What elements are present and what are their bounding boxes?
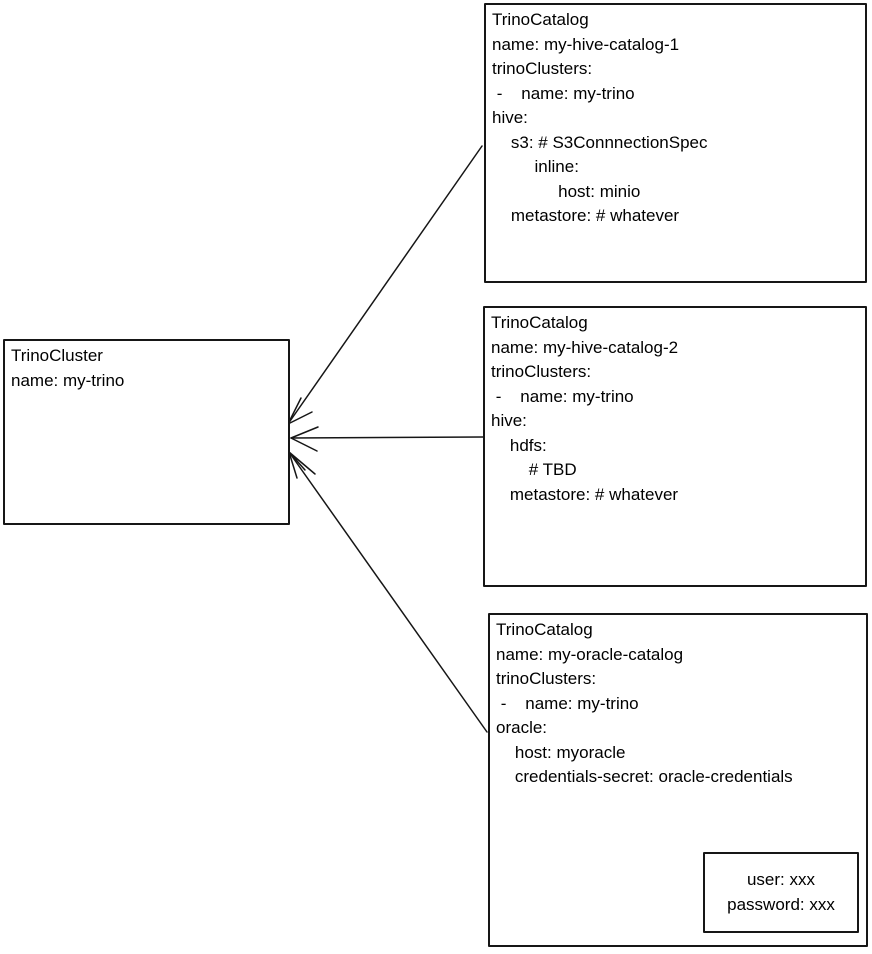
text-line: host: minio [492, 181, 641, 201]
text-line: trinoClusters: [496, 669, 597, 688]
oracle-credentials-secret-lines: user: xxx password: xxx [727, 868, 835, 917]
text-line: - name: my-trino [496, 693, 639, 713]
text-line: TrinoCluster [11, 346, 103, 365]
text-line: name: my-trino [11, 370, 125, 390]
text-line: name: my-hive-catalog-2 [491, 337, 679, 357]
text-line: TrinoCatalog [491, 313, 588, 332]
connector-catalog1-to-cluster [287, 145, 483, 425]
text-line: metastore: # whatever [492, 206, 680, 225]
arrowhead-catalog2-icon [290, 426, 319, 452]
text-line: credentials-secret: oracle-credentials [496, 767, 793, 786]
connector-catalog2-to-cluster [290, 436, 484, 439]
text-line: - name: my-trino [492, 83, 635, 103]
text-line: # TBD [491, 460, 577, 479]
text-line: - name: my-trino [491, 386, 634, 406]
text-line: oracle: [496, 718, 548, 737]
arrowhead-catalog3-icon [288, 451, 316, 479]
text-line: TrinoCatalog [492, 10, 589, 29]
text-line: inline: [492, 157, 579, 176]
trino-catalog-spec-hive-2: TrinoCatalog name: my-hive-catalog-2 trino… [485, 308, 865, 510]
trino-catalog-spec-hive-1: TrinoCatalog name: my-hive-catalog-1 trino… [486, 5, 865, 232]
text-line: hdfs: [491, 435, 547, 455]
text-line: hive: [492, 108, 528, 127]
trino-catalog-box-hive-2: TrinoCatalog name: my-hive-catalog-2 trino… [483, 306, 867, 587]
text-line: trinoClusters: [491, 362, 592, 381]
connector-catalog3-to-cluster [288, 451, 488, 733]
oracle-credentials-secret-box: user: xxx password: xxx [703, 852, 859, 933]
trino-cluster-spec: TrinoCluster name: my-trino [5, 341, 288, 396]
text-line: name: my-hive-catalog-1 [492, 34, 680, 54]
text-line: trinoClusters: [492, 59, 593, 78]
text-line: host: myoracle [496, 742, 626, 762]
trino-catalog-box-hive-1: TrinoCatalog name: my-hive-catalog-1 trino… [484, 3, 867, 283]
arrowhead-catalog1-icon [287, 397, 313, 425]
text-line: user: xxx [746, 870, 815, 889]
text-line: TrinoCatalog [496, 620, 593, 639]
text-line: metastore: # whatever [491, 484, 679, 504]
text-line: name: my-oracle-catalog [496, 644, 684, 664]
text-line: password: xxx [727, 894, 835, 914]
trino-catalog-spec-oracle: TrinoCatalog name: my-oracle-catalog trino… [490, 615, 866, 793]
trino-cluster-box: TrinoCluster name: my-trino [3, 339, 290, 525]
text-line: s3: # S3ConnnectionSpec [492, 132, 708, 152]
text-line: hive: [491, 411, 527, 430]
